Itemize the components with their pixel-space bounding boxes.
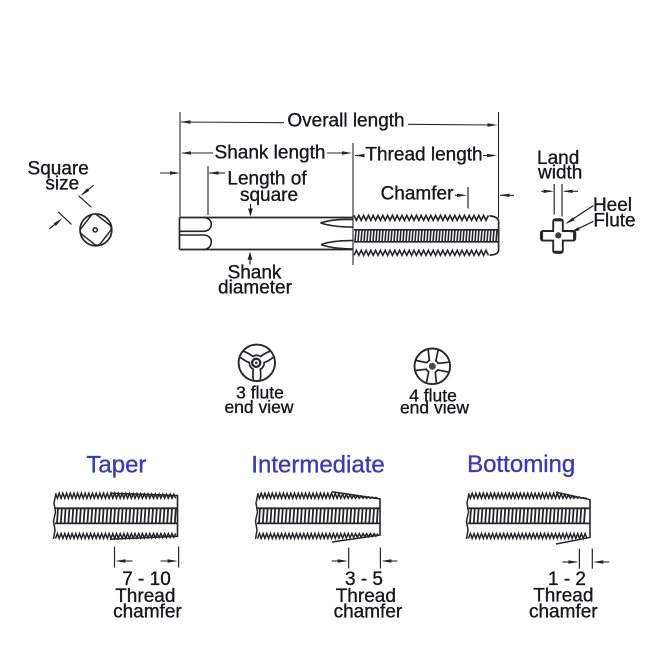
svg-text:end view: end view: [224, 397, 293, 417]
svg-text:Flute: Flute: [593, 211, 635, 232]
svg-text:end view: end view: [400, 398, 469, 418]
svg-text:size: size: [45, 174, 79, 195]
svg-text:Thread length: Thread length: [365, 145, 482, 166]
svg-text:3 - 5: 3 - 5: [345, 569, 383, 590]
svg-text:Thread: Thread: [336, 586, 396, 607]
svg-text:Shank length: Shank length: [215, 143, 326, 164]
svg-text:7 - 10: 7 - 10: [122, 569, 171, 590]
svg-text:diameter: diameter: [218, 278, 293, 299]
svg-text:chamfer: chamfer: [113, 602, 182, 623]
svg-text:4 flute: 4 flute: [409, 386, 457, 406]
svg-text:3 flute: 3 flute: [236, 383, 284, 403]
svg-text:Overall length: Overall length: [287, 111, 404, 132]
svg-text:Bottoming: Bottoming: [467, 451, 575, 478]
svg-text:Shank: Shank: [228, 263, 282, 284]
svg-text:square: square: [240, 185, 298, 206]
svg-text:Length of: Length of: [227, 169, 307, 190]
svg-text:chamfer: chamfer: [529, 602, 598, 623]
svg-text:Square: Square: [28, 159, 89, 180]
svg-text:Taper: Taper: [86, 451, 146, 478]
svg-text:Intermediate: Intermediate: [251, 452, 384, 479]
svg-text:Thread: Thread: [533, 586, 593, 607]
svg-text:Land: Land: [537, 148, 579, 169]
svg-text:Chamfer: Chamfer: [381, 184, 455, 205]
svg-text:Heel: Heel: [593, 195, 632, 216]
svg-text:Thread: Thread: [115, 586, 175, 607]
svg-text:width: width: [537, 163, 582, 184]
svg-text:chamfer: chamfer: [334, 602, 403, 623]
svg-text:1 - 2: 1 - 2: [548, 569, 586, 590]
